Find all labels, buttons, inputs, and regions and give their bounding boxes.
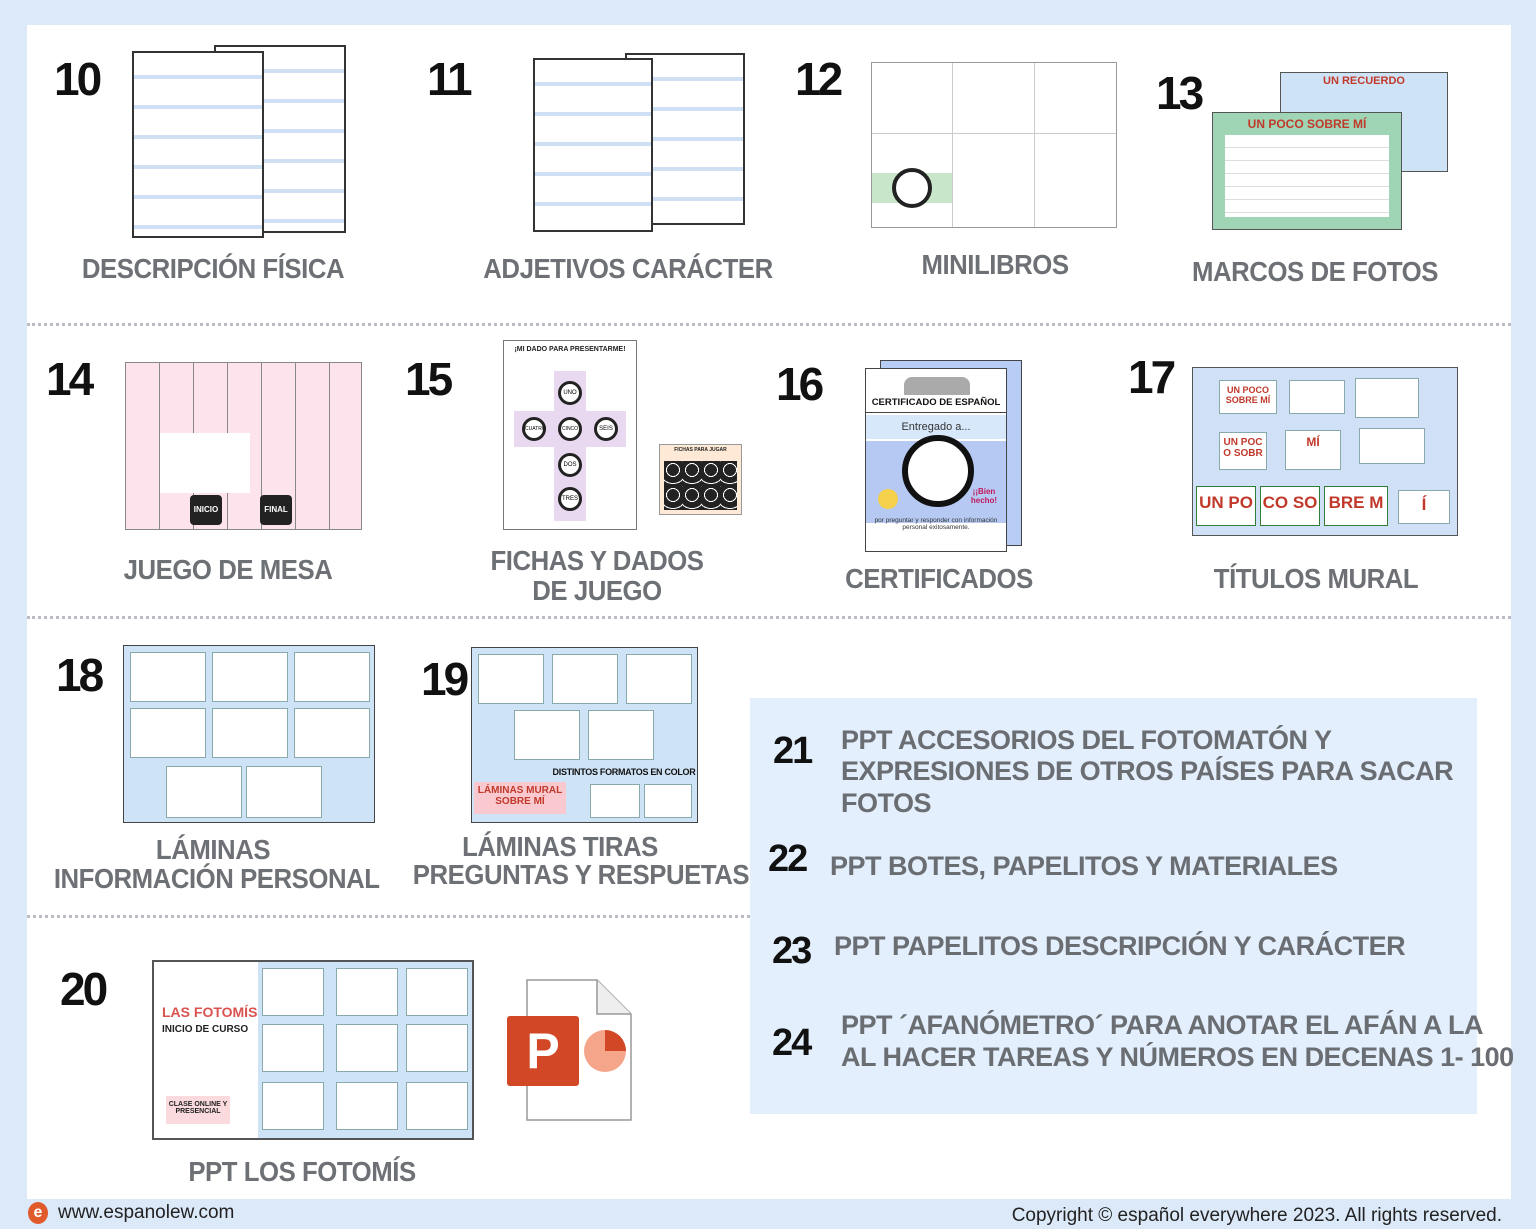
- product-label: MARCOS DE FOTOS: [1192, 256, 1438, 287]
- item-line: AL HACER TAREAS Y NÚMEROS EN DECENAS 1- …: [841, 1042, 1514, 1072]
- product-number: 15: [405, 353, 453, 405]
- thumbnail-dado[interactable]: ¡MI DADO PARA PRESENTARME! UNO DOS TRES …: [503, 340, 637, 530]
- thumb-text: CERTIFICADO DE ESPAÑOL: [866, 395, 1006, 413]
- thumbnail-laminas-tiras[interactable]: LÁMINAS MURAL SOBRE MÍ DISTINTOS FORMATO…: [471, 647, 698, 823]
- thumb-text: INICIO: [190, 495, 222, 525]
- item-line: PPT ´AFANÓMETRO´ PARA ANOTAR EL AFÁN A L…: [841, 1010, 1483, 1040]
- thumb-text: TRES: [558, 487, 582, 511]
- thumb-text: Í: [1398, 490, 1450, 524]
- thumbnail-titulos-mural[interactable]: UN POCO SOBRE MÍ UN POC O SOBR MÍ UN PO …: [1192, 367, 1458, 536]
- thumbnail-fichas[interactable]: FICHAS PARA JUGAR: [659, 444, 742, 515]
- product-number: 17: [1128, 351, 1176, 403]
- thumb-text: UNO: [558, 381, 582, 405]
- espanol-everywhere-logo-icon: e: [28, 1202, 48, 1224]
- item-line: PPT ACCESORIOS DEL FOTOMATÓN Y: [841, 725, 1332, 755]
- thumbnail-marcos-de-fotos[interactable]: UN POCO SOBRE MÍ: [1212, 112, 1402, 230]
- thumbnail-descripcion-fisica[interactable]: [132, 51, 264, 238]
- product-number: 11: [427, 53, 473, 105]
- product-label-line: INFORMACIÓN PERSONAL: [53, 863, 380, 894]
- product-number: 12: [795, 53, 843, 105]
- thumbnail-minilibros[interactable]: [871, 62, 1117, 228]
- thumbnail-laminas-informacion[interactable]: [123, 645, 375, 823]
- svg-text:P: P: [526, 1023, 559, 1079]
- product-number: 16: [776, 358, 824, 410]
- product-label-line: LÁMINAS: [155, 834, 271, 865]
- thumb-text: UN POC O SOBR: [1219, 432, 1267, 470]
- product-label: TÍTULOS MURAL: [1213, 563, 1419, 594]
- thumb-text: FINAL: [260, 495, 292, 525]
- thumb-text: CLASE ONLINE Y PRESENCIAL: [166, 1096, 230, 1124]
- thumb-text: LAS FOTOMÍS: [162, 1004, 258, 1020]
- product-number: 14: [46, 353, 94, 405]
- divider: [27, 616, 1511, 619]
- thumb-text: CINCO: [558, 417, 582, 441]
- thumb-text: DISTINTOS FORMATOS EN COLOR: [552, 767, 696, 777]
- product-number: 19: [421, 653, 469, 705]
- divider: [27, 323, 1511, 326]
- thumbnail-ppt-fotomis[interactable]: LAS FOTOMÍS INICIO DE CURSO CLASE ONLINE…: [152, 960, 474, 1140]
- thumb-text: BRE M: [1324, 486, 1388, 526]
- footer-website[interactable]: e www.espanolew.com: [28, 1202, 234, 1224]
- thumb-text: por preguntar y responder con informació…: [874, 517, 998, 531]
- product-number: 20: [60, 963, 108, 1015]
- thumbnail-certificado[interactable]: CERTIFICADO DE ESPAÑOL Entregado a... ¡¡…: [865, 368, 1007, 552]
- thumb-text: MÍ: [1285, 430, 1341, 470]
- item-line: PPT PAPELITOS DESCRIPCIÓN Y CARÁCTER: [834, 931, 1406, 961]
- thumb-text: UN POCO SOBRE MÍ: [1247, 117, 1367, 131]
- product-number: 18: [56, 649, 104, 701]
- item-line: PPT BOTES, PAPELITOS Y MATERIALES: [830, 851, 1338, 881]
- product-label: ADJETIVOS CARÁCTER: [483, 253, 773, 284]
- thumbnail-adjetivos-caracter[interactable]: [533, 58, 653, 232]
- thumb-text: CUATRO: [522, 417, 546, 441]
- thumb-text: ¡MI DADO PARA PRESENTARME!: [514, 346, 626, 353]
- thumb-text: INICIO DE CURSO: [162, 1024, 249, 1035]
- item-line: FOTOS: [841, 788, 932, 818]
- thumb-text: ¡¡Bien hecho!: [970, 487, 998, 505]
- divider: [27, 915, 750, 918]
- product-label: PPT LOS FOTOMÍS: [188, 1156, 416, 1187]
- ppt-list-panel: 21 PPT ACCESORIOS DEL FOTOMATÓN Y EXPRES…: [750, 698, 1514, 1114]
- thumb-text: UN RECUERDO: [1323, 75, 1405, 87]
- product-label-line: DE JUEGO: [532, 575, 662, 606]
- thumbnail-juego-de-mesa[interactable]: INICIO FINAL: [125, 362, 362, 530]
- item-number: 23: [772, 930, 812, 972]
- product-label: CERTIFICADOS: [845, 563, 1033, 594]
- thumb-text: UN PO: [1196, 486, 1256, 526]
- product-number: 13: [1156, 67, 1204, 119]
- copyright-text: Copyright © español everywhere 2023. All…: [1011, 1205, 1502, 1226]
- website-link[interactable]: www.espanolew.com: [58, 1202, 235, 1223]
- thumb-text: UN POCO SOBRE MÍ: [1219, 380, 1277, 414]
- thumb-text: SEIS: [594, 417, 618, 441]
- product-label: MINILIBROS: [921, 249, 1069, 280]
- item-line: EXPRESIONES DE OTROS PAÍSES PARA SACAR: [841, 756, 1454, 786]
- product-label-line: LÁMINAS TIRAS: [462, 831, 658, 862]
- powerpoint-file-icon: P: [507, 979, 632, 1121]
- item-number: 21: [773, 730, 813, 772]
- product-number: 10: [54, 53, 102, 105]
- product-label: DESCRIPCIÓN FÍSICA: [81, 253, 345, 284]
- thumb-text: LÁMINAS MURAL SOBRE MÍ: [474, 782, 566, 814]
- product-label: JUEGO DE MESA: [123, 554, 333, 585]
- item-number: 24: [772, 1022, 812, 1064]
- item-number: 22: [768, 838, 808, 880]
- thumb-text: CO SO: [1260, 486, 1320, 526]
- thumb-text: DOS: [558, 453, 582, 477]
- thumb-text: FICHAS PARA JUGAR: [674, 447, 727, 453]
- product-label-line: FICHAS Y DADOS: [490, 545, 704, 576]
- product-label-line: PREGUNTAS Y RESPUETAS: [412, 859, 750, 890]
